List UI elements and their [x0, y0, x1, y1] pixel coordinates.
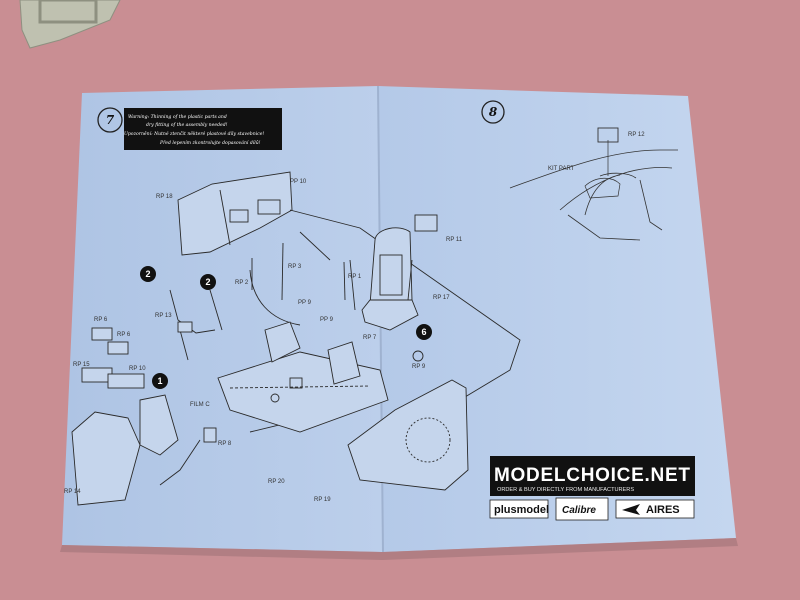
modelchoice-advert: MODELCHOICE.NET ORDER & BUY DIRECTLY FRO… [489, 456, 695, 521]
fuselage-outline [509, 149, 678, 241]
warning-line-2: dry fitting of the assembly needed! [146, 122, 228, 128]
label-rp8: RP 8 [218, 441, 232, 447]
control-stick [281, 242, 284, 301]
aires-wing-icon [622, 504, 640, 515]
bulkhead-box-a [257, 199, 281, 215]
step-8-section: 8 RP 12 KIT PART [481, 100, 678, 241]
label-rp11: RP 11 [446, 237, 463, 243]
logo-calibre: Calibre [562, 505, 596, 516]
rp6b-part [107, 341, 129, 355]
label-rp1: RP 1 [348, 274, 362, 280]
badge-2b-label: 2 [205, 277, 210, 287]
step-8-circle [481, 100, 505, 124]
rp15-part [81, 367, 113, 383]
seat-frame [361, 299, 419, 331]
warning-line-3: Upozornění: Nutné ztenčit některé plasto… [124, 130, 264, 137]
warning-line-4: Před lepením zkontrolujte dopasování díl… [159, 139, 261, 146]
rp8-part [203, 427, 217, 443]
rp19-roundel [405, 417, 451, 463]
label-rp18: RP 18 [156, 194, 173, 200]
kit-part-label: KIT PART [548, 166, 575, 172]
label-rp6a: RP 6 [94, 317, 108, 323]
step-7-number: 7 [106, 113, 115, 127]
warning-banner [124, 108, 282, 150]
sheet-shadow [60, 538, 738, 560]
rp11-box [414, 214, 438, 232]
rp13-block [177, 321, 193, 333]
label-pp9a: PP 9 [298, 300, 312, 306]
advert-subtitle: ORDER & BUY DIRECTLY FROM MANUFACTURERS [497, 487, 634, 493]
step-7-circle [97, 107, 123, 133]
label-rp7: RP 7 [363, 335, 377, 341]
step-badges: 2 2 1 6 [140, 266, 432, 389]
step-8-number: 8 [489, 105, 498, 119]
label-rp6b: RP 6 [117, 332, 131, 338]
rp1-lever [343, 261, 346, 301]
rp9-ring [412, 350, 424, 362]
floor-dash [229, 385, 371, 389]
badge-2a [140, 266, 156, 282]
assembly-diagram [71, 171, 521, 506]
rp12-label: RP 12 [628, 132, 645, 138]
logo-calibre-box [555, 497, 609, 521]
rp19-sidewall [347, 379, 469, 491]
label-rp10: RP 10 [129, 366, 146, 372]
label-pp10: PP 10 [290, 179, 307, 185]
label-rp20: RP 20 [268, 479, 285, 485]
rp17-rod [407, 259, 413, 301]
label-rp19: RP 19 [314, 497, 331, 503]
badge-1-label: 1 [157, 376, 162, 386]
badge-2b [200, 274, 216, 290]
label-rp15: RP 15 [73, 362, 90, 368]
label-pp9b: PP 9 [320, 317, 334, 323]
badge-6 [416, 324, 432, 340]
floor-pedal-b [289, 377, 303, 389]
advert-title: MODELCHOICE.NET [494, 465, 690, 486]
seat-bulkhead [264, 321, 301, 363]
label-film: FILM C [190, 402, 210, 408]
badge-2a-label: 2 [145, 269, 150, 279]
bulkhead-box-b [229, 209, 249, 223]
instrument-console [139, 394, 179, 456]
seat-harness [379, 254, 403, 296]
label-rp17: RP 17 [433, 295, 450, 301]
floor-pedal-a [270, 393, 280, 403]
label-rp3: RP 3 [288, 264, 302, 270]
rp10-part [107, 373, 145, 389]
label-rp9: RP 9 [412, 364, 426, 370]
step-7-header: 7 Warning: Thinning of the plastic parts… [97, 107, 282, 150]
part-labels: RP 18 PP 10 RP 3 RP 2 RP 1 RP 11 RP 17 R… [64, 179, 463, 503]
badge-1 [152, 373, 168, 389]
logo-plusmodel: plusmodel [494, 504, 549, 516]
warning-line-1: Warning: Thinning of the plastic parts a… [128, 114, 227, 120]
label-rp13: RP 13 [155, 313, 172, 319]
rp12-part [597, 127, 619, 143]
grey-sprue-frame [38, 0, 98, 24]
label-rp14: RP 14 [64, 489, 81, 495]
logo-aires: AIRES [646, 504, 680, 516]
side-console [327, 341, 361, 385]
label-rp2: RP 2 [235, 280, 249, 286]
bulkhead-line [219, 189, 231, 246]
logo-plusmodel-box [489, 499, 549, 519]
cockpit-opening [584, 177, 621, 199]
advert-banner [490, 456, 695, 496]
rp6a-part [91, 327, 113, 341]
badge-6-label: 6 [421, 327, 426, 337]
